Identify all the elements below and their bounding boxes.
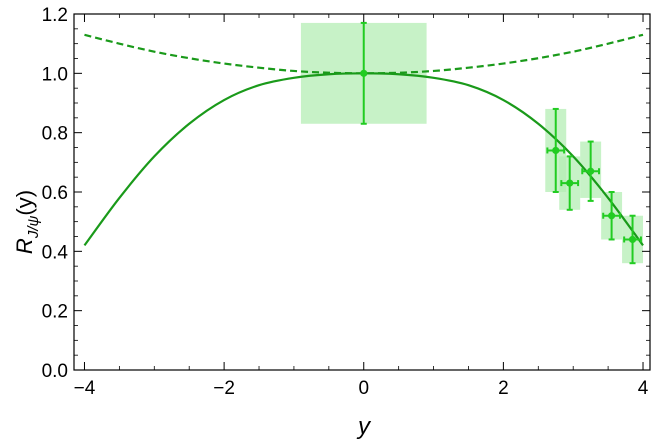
data-point-5 xyxy=(628,235,637,244)
data-point-group-0 xyxy=(360,21,368,125)
y-tick-label-5: 1.0 xyxy=(42,64,68,85)
x-tick-label-0: −4 xyxy=(74,378,96,399)
data-point-group-4 xyxy=(602,191,621,241)
uncertainty-boxes xyxy=(300,22,644,264)
x-tick-label-1: −2 xyxy=(213,378,235,399)
data-point-3 xyxy=(587,167,595,175)
data-point-group-3 xyxy=(581,140,601,202)
series-line-dashed xyxy=(84,33,644,75)
data-points xyxy=(360,21,642,265)
y-tick-label-0: 0.0 xyxy=(42,361,68,382)
data-point-0 xyxy=(360,69,368,77)
y-axis-title-subscript: J/ψ xyxy=(25,216,42,240)
data-point-2 xyxy=(566,179,574,187)
x-axis-title: y xyxy=(356,413,372,440)
y-tick-label-3: 0.6 xyxy=(42,183,68,204)
x-tick-label-3: 2 xyxy=(498,378,509,399)
data-point-1 xyxy=(552,146,560,155)
data-point-group-2 xyxy=(560,155,580,211)
x-tick-label-4: 4 xyxy=(638,378,649,399)
y-axis-title-suffix: (y) xyxy=(12,190,37,216)
y-tick-label-4: 0.8 xyxy=(42,124,68,145)
y-tick-label-2: 0.4 xyxy=(42,242,69,263)
data-point-group-1 xyxy=(546,107,566,193)
y-tick-labels: 0.0 0.2 0.4 0.6 0.8 1.0 1.2 xyxy=(42,5,69,382)
tick-marks xyxy=(74,13,650,371)
y-tick-label-1: 0.2 xyxy=(42,302,68,323)
x-tick-labels: −4 −2 0 2 4 xyxy=(74,378,649,399)
data-point-4 xyxy=(608,212,616,220)
x-tick-label-2: 0 xyxy=(358,378,369,399)
y-axis-title-main: R xyxy=(12,238,37,254)
data-point-group-5 xyxy=(623,214,642,265)
y-axis-title: RJ/ψ(y) xyxy=(12,190,42,254)
y-tick-label-6: 1.2 xyxy=(42,5,68,26)
